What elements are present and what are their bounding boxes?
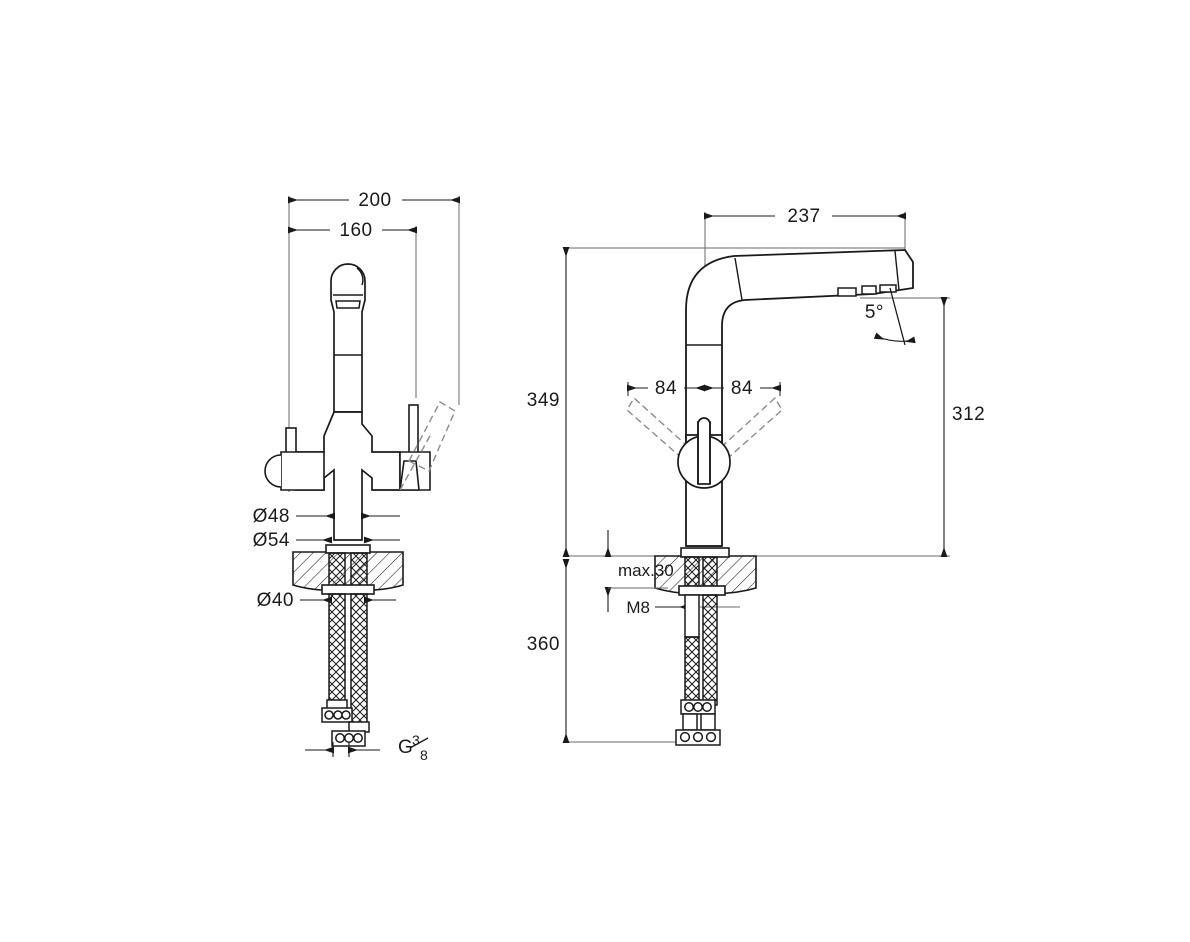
- dim-dia48-label: Ø48: [253, 506, 290, 527]
- front-lever-left: [264, 427, 325, 491]
- dim-g38-numerator: 3: [412, 732, 420, 748]
- dim-84-left: 84: [627, 378, 705, 399]
- dim-349: 349: [527, 247, 570, 557]
- dim-max30: max.30: [604, 530, 674, 612]
- dim-dia54: Ø54: [253, 530, 400, 551]
- side-hoses: [675, 594, 721, 746]
- side-aerator-detail: [837, 284, 897, 297]
- dim-200-label: 200: [358, 190, 391, 211]
- dim-dia48: Ø48: [253, 506, 400, 527]
- dim-84-right-label: 84: [731, 378, 753, 399]
- dim-g38-denominator: 8: [420, 747, 428, 763]
- front-lever-swivel-ghost: [399, 401, 456, 491]
- dim-g38-prefix: G: [398, 737, 413, 758]
- dim-237: 237: [704, 206, 906, 227]
- side-shank: [678, 556, 726, 596]
- dim-angle-5: 5°: [865, 287, 916, 346]
- dim-360-label: 360: [527, 634, 560, 655]
- view-front-elevation: 200 160: [253, 190, 460, 763]
- dim-312: 312: [940, 297, 985, 557]
- front-spout-head-detail: [333, 267, 364, 356]
- dim-360: 360: [527, 559, 570, 743]
- front-hoses: [321, 593, 370, 747]
- dim-dia40: Ø40: [257, 590, 396, 611]
- front-counter-slab: [292, 544, 404, 592]
- dim-angle-5-label: 5°: [865, 302, 884, 323]
- dim-237-label: 237: [787, 206, 820, 227]
- dim-g38: G 3 8: [305, 732, 429, 763]
- dim-84-right: 84: [704, 378, 781, 399]
- dim-84-left-label: 84: [655, 378, 677, 399]
- view-side-elevation: 237 349 312 360: [527, 206, 985, 746]
- dim-160: 160: [288, 220, 417, 241]
- dim-349-label: 349: [527, 390, 560, 411]
- front-spout-body: [330, 263, 366, 413]
- dim-m8: M8: [626, 598, 740, 617]
- dim-max30-label: max.30: [618, 561, 674, 580]
- front-shank: [321, 552, 375, 595]
- dim-160-label: 160: [339, 220, 372, 241]
- side-cartridge-circle: [677, 417, 731, 489]
- dim-312-label: 312: [952, 404, 985, 425]
- dim-dia40-label: Ø40: [257, 590, 294, 611]
- side-spout-seams: [686, 250, 900, 346]
- front-lever-right: [399, 404, 431, 491]
- dim-dia54-label: Ø54: [253, 530, 290, 551]
- dim-200: 200: [288, 190, 460, 211]
- dim-m8-label: M8: [626, 598, 650, 617]
